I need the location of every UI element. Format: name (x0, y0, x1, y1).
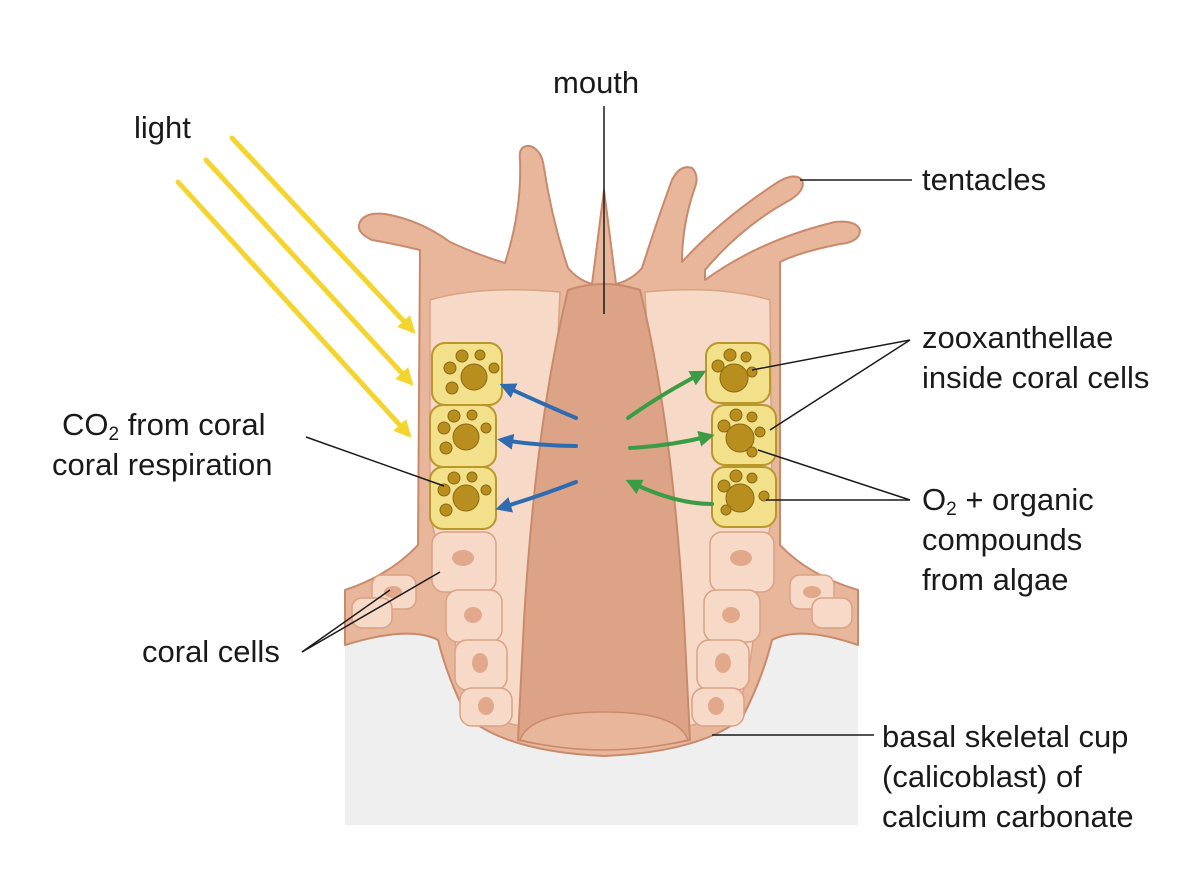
zooxanthellae-label-line1: zooxanthellae (922, 320, 1114, 355)
leader-line-coral-cells (301, 571, 441, 653)
coral-cell (811, 597, 853, 629)
o2-label-subscript: 2 (946, 499, 957, 520)
algae-cluster (437, 409, 492, 455)
light-ray (203, 157, 414, 386)
o2-label-line1: O2 + organic (922, 480, 1094, 520)
algae-cluster (717, 469, 770, 516)
o2-label-line3: from algae (922, 562, 1069, 597)
algae-cluster (711, 348, 758, 393)
co2-label-prefix: CO (62, 407, 109, 442)
leader-line-zooxanthellae (769, 339, 911, 431)
zooxanthellae-label-line2: inside coral cells (922, 360, 1150, 395)
co2-label-subscript: 2 (108, 424, 120, 445)
zooxanthellae-label: zooxanthellae inside coral cells (922, 318, 1149, 398)
co2-arrow (497, 433, 578, 450)
basal-cup-label: basal skeletal cup (calicoblast) of calc… (882, 717, 1134, 837)
o2-arrow (626, 370, 707, 420)
leader-line-co2 (305, 436, 445, 487)
co2-label: CO2 from coral coral respiration (52, 405, 273, 485)
co2-arrow (499, 383, 578, 420)
cell-nucleus (464, 607, 482, 623)
cell-nucleus (715, 653, 731, 673)
cell-nucleus (708, 697, 724, 715)
light-label: light (134, 110, 191, 145)
light-ray (229, 135, 416, 334)
coral-cells-label: coral cells (142, 634, 280, 669)
leader-line-coral-cells (301, 589, 391, 653)
cell-nucleus (452, 550, 474, 566)
basal-cup-label-line1: basal skeletal cup (882, 719, 1129, 754)
tentacles-label: tentacles (922, 162, 1047, 197)
leader-line-zooxanthellae (751, 339, 911, 371)
co2-arrow (495, 480, 578, 513)
mouth-label: mouth (553, 65, 640, 100)
cell-nucleus (384, 586, 402, 598)
cell-nucleus (722, 607, 740, 623)
basal-cup-label-line2: (calicoblast) of (882, 759, 1082, 794)
o2-label: O2 + organic compounds from algae (922, 480, 1094, 600)
leader-line-o2 (757, 449, 911, 501)
cell-nucleus (803, 586, 821, 598)
cell-nucleus (478, 697, 494, 715)
basal-cup (519, 711, 689, 751)
basal-cup-label-line3: calcium carbonate (882, 799, 1134, 834)
algae-cluster (437, 471, 492, 517)
cell-nucleus (730, 550, 752, 566)
light-ray (175, 179, 412, 438)
algae-cluster (717, 408, 766, 458)
algae-cluster (443, 349, 500, 395)
co2-label-line1: CO2 from coral (62, 405, 273, 445)
o2-label-line1-rest: + organic (956, 482, 1094, 517)
o2-label-line2: compounds (922, 522, 1083, 557)
o2-arrow (628, 430, 715, 450)
o2-arrow (625, 479, 714, 506)
cell-nucleus (472, 653, 488, 673)
o2-label-prefix: O (922, 482, 947, 517)
co2-label-line2: coral respiration (52, 447, 273, 482)
co2-label-line1-rest: from coral (119, 407, 266, 442)
